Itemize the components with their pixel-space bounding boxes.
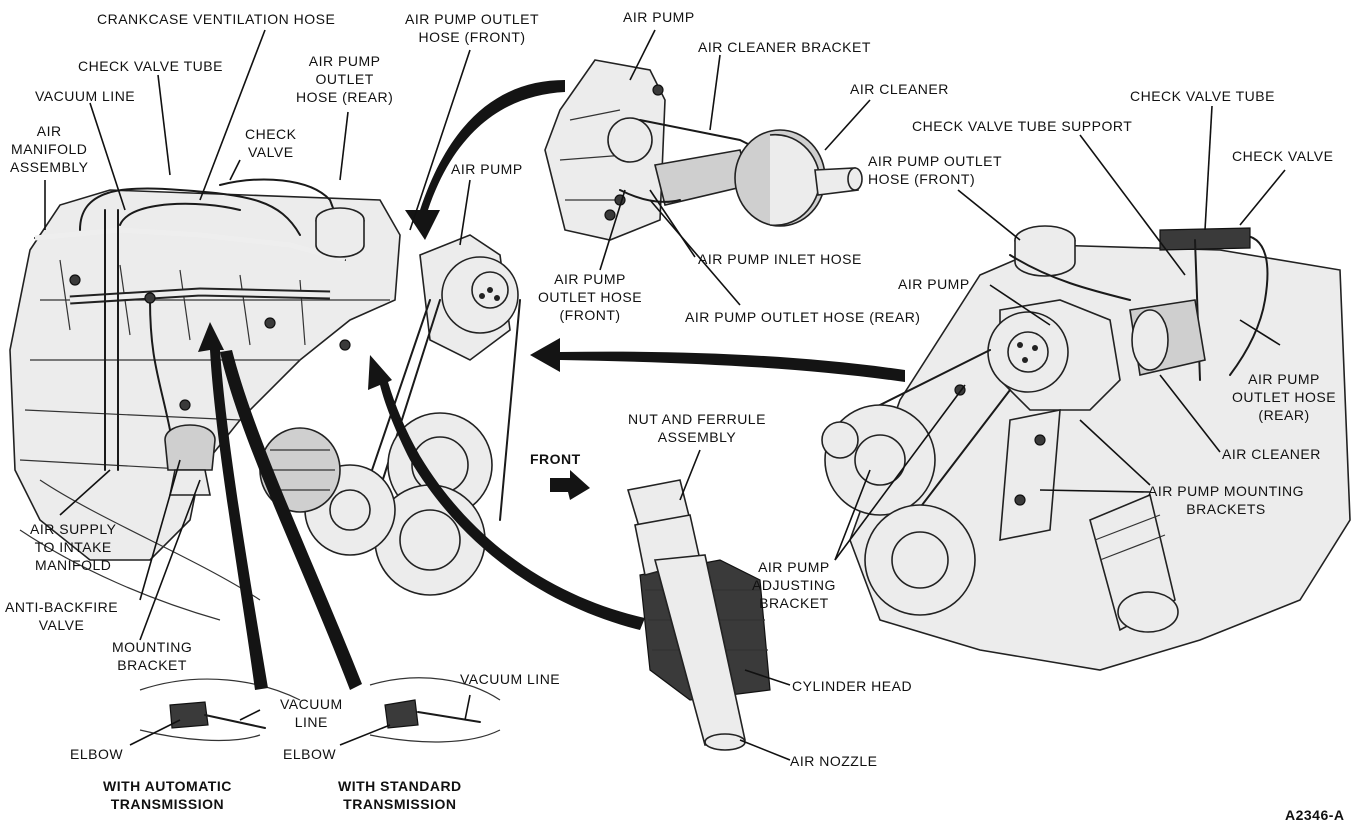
label-check-valve-tube-right: CHECK VALVE TUBE	[1130, 88, 1275, 104]
label-vacuum-line-bottom-right: VACUUM LINE	[460, 671, 561, 687]
label-elbow-left: ELBOW	[70, 746, 124, 762]
transmission-detail-illustrations	[139, 677, 501, 743]
label-air-pump-inlet-hose: AIR PUMP INLET HOSE	[698, 251, 862, 267]
label-with-standard-transmission: WITH STANDARD TRANSMISSION	[338, 778, 462, 812]
label-vacuum-line-top: VACUUM LINE	[35, 88, 136, 104]
right-engine-illustration	[821, 225, 1351, 671]
label-elbow-right: ELBOW	[283, 746, 337, 762]
air-nozzle-detail-illustration	[626, 479, 771, 751]
label-air-pump-adjusting-bracket: AIR PUMP ADJUSTING BRACKET	[752, 559, 836, 611]
label-air-nozzle: AIR NOZZLE	[790, 753, 878, 769]
label-air-cleaner-top: AIR CLEANER	[850, 81, 949, 97]
label-air-pump-right: AIR PUMP	[898, 276, 970, 292]
label-check-valve-tube-left: CHECK VALVE TUBE	[78, 58, 223, 74]
label-check-valve-left: CHECK VALVE	[245, 126, 297, 160]
label-air-pump-outlet-hose-rear-right: AIR PUMP OUTLET HOSE (REAR)	[1232, 371, 1337, 423]
label-nut-and-ferrule-assembly: NUT AND FERRULE ASSEMBLY	[628, 411, 766, 445]
label-crankcase-ventilation-hose: CRANKCASE VENTILATION HOSE	[97, 11, 336, 27]
label-air-supply-to-intake-manifold: AIR SUPPLY TO INTAKE MANIFOLD	[30, 521, 117, 573]
label-air-pump-outlet-hose-front-mid: AIR PUMP OUTLET HOSE (FRONT)	[538, 271, 643, 323]
label-air-pump-outlet-hose-rear-mid: AIR PUMP OUTLET HOSE (REAR)	[685, 309, 921, 325]
label-front: FRONT	[530, 451, 581, 467]
leader-lines	[44, 29, 1286, 761]
label-vacuum-line-bottom-mid: VACUUM LINE	[280, 696, 343, 730]
label-air-pump-mounting-brackets: AIR PUMP MOUNTING BRACKETS	[1148, 483, 1305, 517]
label-air-cleaner-bracket: AIR CLEANER BRACKET	[698, 39, 871, 55]
air-cleaner-detail-illustration	[544, 59, 863, 241]
label-air-pump-outlet-hose-front-top: AIR PUMP OUTLET HOSE (FRONT)	[405, 11, 540, 45]
label-air-pump-outlet-hose-front-right: AIR PUMP OUTLET HOSE (FRONT)	[868, 153, 1003, 187]
label-check-valve-right: CHECK VALVE	[1232, 148, 1334, 164]
label-check-valve-tube-support: CHECK VALVE TUBE SUPPORT	[912, 118, 1133, 134]
label-cylinder-head: CYLINDER HEAD	[792, 678, 913, 694]
label-anti-backfire-valve: ANTI-BACKFIRE VALVE	[5, 599, 119, 633]
label-air-pump-left: AIR PUMP	[451, 161, 523, 177]
callout-arrows	[198, 80, 905, 690]
label-mounting-bracket: MOUNTING BRACKET	[112, 639, 193, 673]
label-air-cleaner-right: AIR CLEANER	[1222, 446, 1321, 462]
label-air-pump-outlet-hose-rear-left: AIR PUMP OUTLET HOSE (REAR)	[296, 53, 394, 105]
label-with-automatic-transmission: WITH AUTOMATIC TRANSMISSION	[103, 778, 232, 812]
label-air-pump-top: AIR PUMP	[623, 9, 695, 25]
figure-id: A2346-A	[1285, 807, 1345, 823]
label-air-manifold-assembly: AIR MANIFOLD ASSEMBLY	[10, 123, 89, 175]
